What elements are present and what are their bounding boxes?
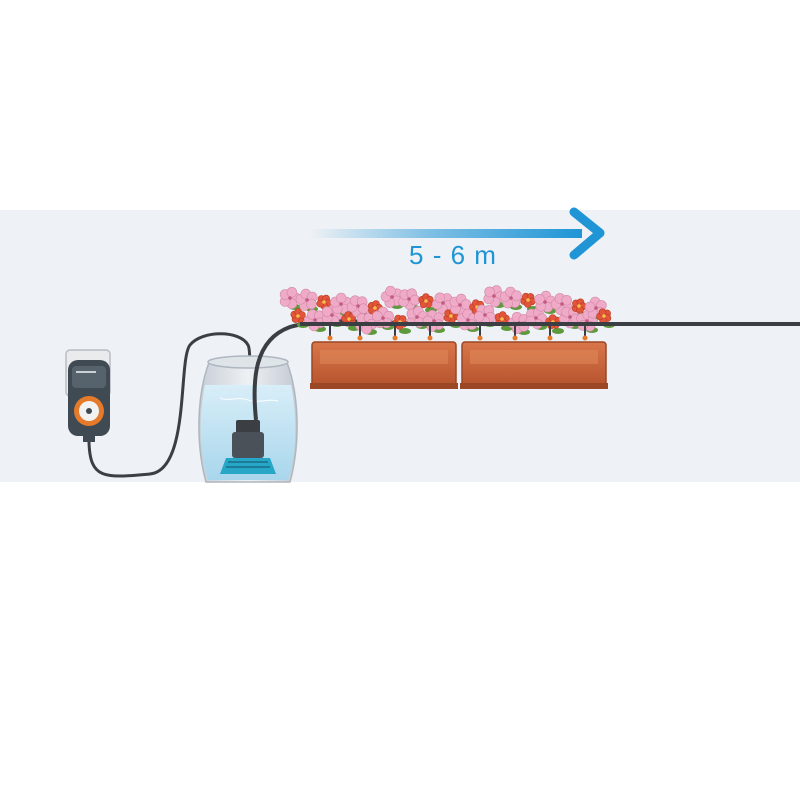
flower-icon — [449, 293, 472, 317]
dripper-icon — [357, 326, 363, 341]
flower-icon — [295, 288, 318, 312]
dripper-icon — [477, 326, 483, 341]
dripper-icon — [547, 326, 553, 341]
dripper-icon — [327, 326, 333, 341]
dripper-group — [327, 326, 588, 341]
planter-box-icon — [310, 341, 458, 389]
distance-arrow-icon — [310, 207, 605, 260]
flower-icon — [525, 307, 548, 330]
dripper-icon — [512, 326, 518, 341]
timer-icon — [68, 360, 110, 442]
dripper-icon — [427, 326, 433, 341]
distance-label: 5 - 6 m — [409, 240, 497, 270]
dripper-icon — [392, 326, 398, 341]
flower-icon — [483, 285, 506, 308]
flower-icon — [279, 286, 302, 310]
planter-box-icon — [460, 341, 608, 389]
dripper-icon — [582, 326, 588, 341]
flower-icon — [499, 286, 522, 310]
flower-icon — [418, 293, 437, 313]
submersible-pump-icon — [220, 420, 276, 474]
